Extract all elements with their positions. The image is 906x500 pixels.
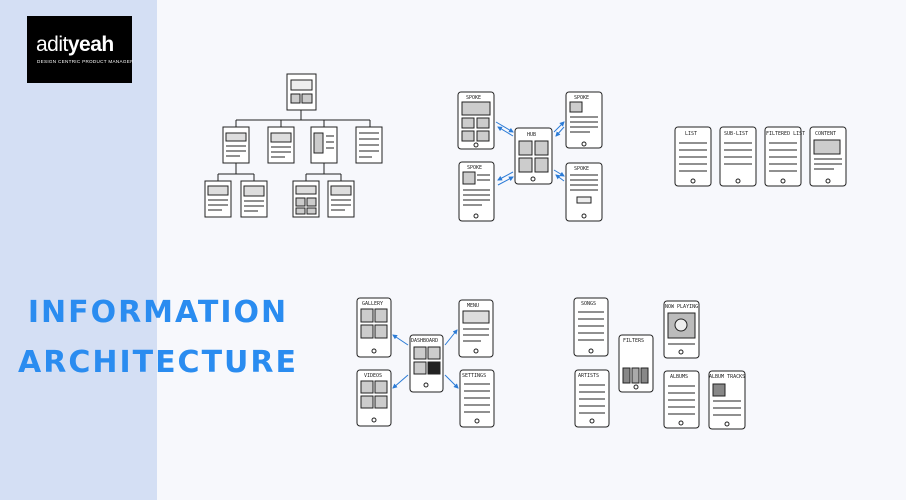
label-filtered-list: FILTERED LIST xyxy=(766,131,805,137)
sitemap-tree-sketch xyxy=(204,73,383,218)
label-spoke-top-right: SPOKE xyxy=(574,95,589,101)
label-spoke-bottom-right: SPOKE xyxy=(574,166,589,172)
label-menu: MENU xyxy=(467,303,479,309)
dashboard-arrows xyxy=(392,329,459,389)
label-dashboard: DASHBOARD xyxy=(411,338,438,344)
logo-tagline: DESIGN CENTRIC PRODUCT MANAGER xyxy=(37,59,134,64)
dashboard-sketch xyxy=(356,297,495,428)
label-gallery: GALLERY xyxy=(362,301,383,307)
label-albums: ALBUMS xyxy=(670,374,688,380)
hub-spoke-arrows xyxy=(495,121,565,186)
label-sub-list: SUB-LIST xyxy=(724,131,748,137)
label-album-tracks: ALBUM TRACKS xyxy=(709,374,745,380)
logo: adityeah DESIGN CENTRIC PRODUCT MANAGER xyxy=(27,16,134,83)
label-spoke-bottom-left: SPOKE xyxy=(467,165,482,171)
logo-name-part1: adit xyxy=(36,33,68,56)
hub-spoke-sketch xyxy=(457,91,603,222)
label-list: LIST xyxy=(685,131,697,137)
label-spoke-top-left: SPOKE xyxy=(466,95,481,101)
label-filters: FILTERS xyxy=(623,338,644,344)
sketch-labels: SPOKE SPOKE HUB SPOKE SPOKE LIST SUB-LIS… xyxy=(362,95,836,380)
label-songs: SONGS xyxy=(581,301,596,307)
label-content: CONTENT xyxy=(815,131,836,137)
logo-name: adityeah xyxy=(36,34,114,55)
page-title: INFORMATION ARCHITECTURE xyxy=(0,288,316,387)
nested-list-sketch xyxy=(674,126,847,187)
label-now-playing: NOW PLAYING xyxy=(665,304,698,310)
label-videos: VIDEOS xyxy=(364,373,382,379)
title-line-1: INFORMATION xyxy=(27,295,289,330)
logo-name-part2: yeah xyxy=(67,33,114,56)
sidebar-panel: adityeah DESIGN CENTRIC PRODUCT MANAGER xyxy=(0,0,157,500)
music-app-sketch xyxy=(573,297,746,430)
label-settings: SETTINGS xyxy=(462,373,486,379)
label-hub: HUB xyxy=(527,132,536,138)
title-line-2: ARCHITECTURE xyxy=(18,344,298,380)
label-artists: ARTISTS xyxy=(578,373,599,379)
